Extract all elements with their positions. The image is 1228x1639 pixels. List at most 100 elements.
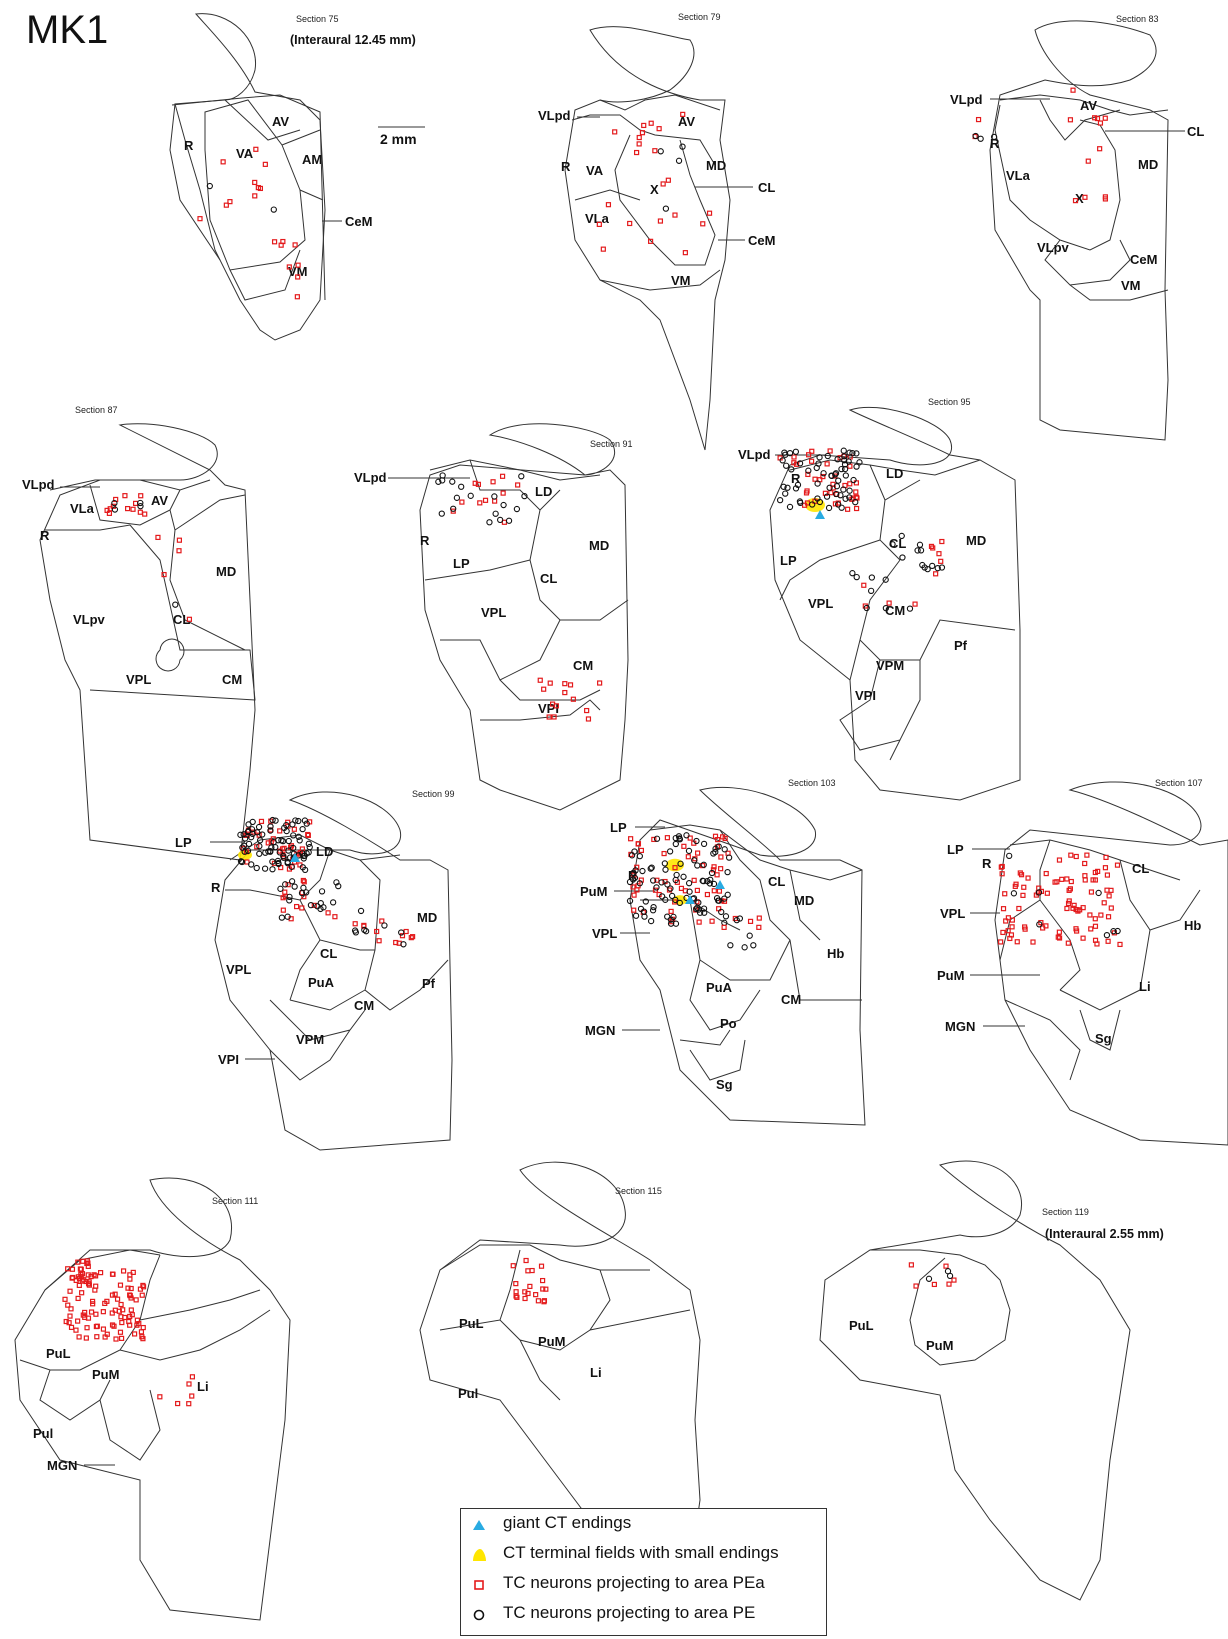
black-circle-icon — [285, 837, 292, 845]
red-square-icon — [139, 1292, 145, 1298]
red-square-icon — [1000, 929, 1006, 936]
red-square-icon — [635, 841, 642, 847]
black-circle-icon — [670, 913, 677, 920]
red-square-icon — [1064, 876, 1070, 882]
section-91: Section 91 VLpd LD R MD LP CL VPL CM VPI — [354, 423, 633, 811]
blue-triangle-icon — [473, 1520, 485, 1530]
red-square-icon — [913, 1283, 919, 1289]
black-circle-icon — [816, 454, 823, 461]
black-circle-icon — [779, 457, 786, 464]
red-square-icon — [459, 499, 465, 505]
red-square-icon — [1084, 852, 1090, 858]
red-square-icon — [522, 1295, 528, 1302]
red-square-icon — [1056, 935, 1063, 941]
black-circle-icon — [518, 473, 525, 480]
red-square-icon — [161, 571, 167, 578]
black-circle-icon — [244, 847, 252, 854]
red-square-icon — [1002, 891, 1008, 897]
black-circle-icon — [721, 895, 728, 902]
red-square-icon — [1092, 115, 1098, 121]
black-circle-icon — [473, 1609, 485, 1621]
region-label: LD — [316, 844, 333, 859]
red-square-icon — [716, 888, 723, 894]
red-square-icon — [499, 473, 506, 479]
section-outline — [39, 423, 256, 861]
red-square-icon — [672, 865, 678, 871]
black-circle-icon — [841, 465, 849, 473]
red-square-icon — [223, 202, 229, 208]
black-circle-icon — [868, 574, 876, 581]
red-square-icon — [294, 294, 300, 300]
red-square-icon — [125, 1285, 131, 1291]
red-square-icon — [681, 843, 687, 849]
red-square-icon — [630, 884, 636, 890]
red-square-icon — [714, 872, 720, 878]
red-square-icon — [567, 682, 574, 688]
red-square-icon — [847, 463, 853, 469]
black-circle-icon — [303, 889, 310, 896]
red-square-icon — [665, 177, 671, 183]
red-square-icon — [791, 460, 797, 466]
black-circle-icon — [676, 836, 684, 843]
black-circle-icon — [245, 827, 252, 835]
red-square-icon — [711, 864, 717, 870]
red-square-icon — [65, 1302, 71, 1308]
red-square-icon — [286, 264, 292, 270]
black-circle-icon — [700, 840, 708, 848]
red-square-icon — [1025, 875, 1031, 881]
red-square-icon — [80, 1258, 86, 1264]
scale-bar-label: 2 mm — [380, 131, 417, 147]
red-square-icon — [584, 707, 590, 714]
region-label: R — [982, 856, 992, 871]
red-square-icon — [678, 885, 685, 891]
region-label: PuL — [459, 1316, 484, 1331]
red-square-icon — [294, 903, 300, 910]
region-label: MGN — [585, 1023, 615, 1038]
black-circle-icon — [853, 573, 860, 581]
black-circle-icon — [849, 450, 856, 457]
black-circle-icon — [814, 480, 821, 487]
region-label: Li — [1139, 979, 1151, 994]
black-circle-icon — [838, 465, 845, 473]
black-circle-icon — [853, 463, 860, 470]
section-107: Section 107 LP R CL VPL Hb PuM Li MGN Sg — [937, 778, 1228, 1146]
black-circle-icon — [632, 912, 640, 919]
black-circle-icon — [693, 837, 700, 845]
red-square-icon — [1102, 115, 1108, 121]
region-label: VPI — [855, 688, 876, 703]
red-square-icon — [1108, 887, 1114, 893]
red-square-icon — [1097, 146, 1103, 152]
red-square-icon — [176, 537, 182, 543]
black-circle-icon — [816, 498, 824, 506]
black-circle-icon — [696, 909, 704, 916]
red-square-icon — [1094, 115, 1101, 122]
black-circle-icon — [786, 503, 794, 511]
red-square-icon — [812, 476, 818, 482]
red-square-icon — [90, 1301, 96, 1307]
red-square-icon — [197, 216, 203, 222]
red-square-icon — [1090, 877, 1096, 883]
red-square-icon — [137, 509, 143, 515]
black-circle-icon — [381, 922, 388, 929]
black-circle-icon — [318, 888, 326, 895]
region-label: LP — [610, 820, 627, 835]
black-circle-icon — [286, 893, 293, 900]
red-square-icon — [1082, 877, 1088, 883]
red-square-icon — [538, 1263, 545, 1269]
red-square-icon — [1043, 870, 1049, 877]
region-label: LP — [175, 835, 192, 850]
black-circle-icon — [919, 561, 926, 569]
black-circle-icon — [335, 882, 342, 890]
red-square-icon — [951, 1277, 957, 1283]
red-square-icon — [975, 116, 982, 123]
red-square-icon — [94, 1334, 100, 1340]
red-square-icon — [845, 506, 851, 512]
black-circle-icon — [824, 452, 831, 460]
section-119: Section 119 (Interaural 2.55 mm) PuL PuM — [819, 1160, 1164, 1601]
region-label: VLa — [585, 211, 610, 226]
red-square-icon — [1044, 890, 1050, 896]
red-square-icon — [540, 1277, 546, 1284]
red-square-icon — [525, 1268, 531, 1274]
section-outline — [14, 1177, 291, 1621]
